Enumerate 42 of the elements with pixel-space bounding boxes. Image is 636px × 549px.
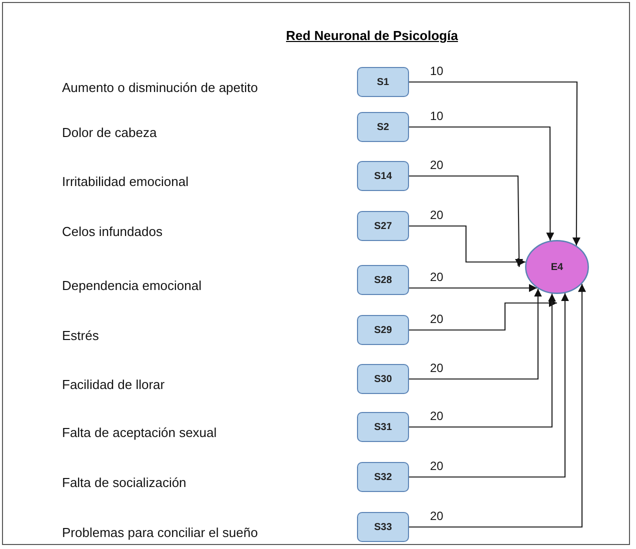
symptom-label: Aumento o disminución de apetito bbox=[62, 80, 258, 95]
input-neuron-box: S1 bbox=[357, 67, 409, 97]
input-neuron-box: S2 bbox=[357, 112, 409, 142]
arrow bbox=[409, 284, 537, 292]
symptom-label: Falta de socialización bbox=[62, 475, 186, 490]
weight-label: 20 bbox=[429, 271, 444, 284]
input-neuron-box: S29 bbox=[357, 315, 409, 345]
arrow bbox=[409, 293, 569, 478]
weight-label: 20 bbox=[429, 209, 444, 222]
symptom-label: Irritabilidad emocional bbox=[62, 174, 188, 189]
input-neuron-box: S33 bbox=[357, 512, 409, 542]
weight-label: 20 bbox=[429, 410, 444, 423]
symptom-label: Dependencia emocional bbox=[62, 278, 202, 293]
arrow bbox=[409, 288, 542, 380]
arrow bbox=[409, 299, 557, 331]
arrow bbox=[409, 175, 524, 267]
weight-label: 20 bbox=[429, 159, 444, 172]
input-neuron-box: S27 bbox=[357, 211, 409, 241]
arrow bbox=[409, 294, 556, 428]
weight-label: 10 bbox=[429, 110, 444, 123]
input-neuron-box: S14 bbox=[357, 161, 409, 191]
symptom-label: Estrés bbox=[62, 328, 99, 343]
diagram-title: Red Neuronal de Psicología bbox=[285, 28, 459, 43]
symptom-label: Falta de aceptación sexual bbox=[62, 425, 217, 440]
arrow bbox=[409, 225, 526, 266]
arrow bbox=[409, 81, 580, 246]
input-neuron-box: S28 bbox=[357, 265, 409, 295]
weight-label: 10 bbox=[429, 65, 444, 78]
weight-label: 20 bbox=[429, 313, 444, 326]
output-neuron-ellipse: E4 bbox=[525, 240, 589, 294]
input-neuron-box: S32 bbox=[357, 462, 409, 492]
symptom-label: Facilidad de llorar bbox=[62, 377, 165, 392]
weight-label: 20 bbox=[429, 510, 444, 523]
input-neuron-box: S31 bbox=[357, 412, 409, 442]
symptom-label: Problemas para conciliar el sueño bbox=[62, 525, 258, 540]
symptom-label: Celos infundados bbox=[62, 224, 162, 239]
arrow bbox=[409, 284, 586, 528]
weight-label: 20 bbox=[429, 362, 444, 375]
input-neuron-box: S30 bbox=[357, 364, 409, 394]
weight-label: 20 bbox=[429, 460, 444, 473]
symptom-label: Dolor de cabeza bbox=[62, 125, 157, 140]
arrow bbox=[409, 126, 554, 241]
